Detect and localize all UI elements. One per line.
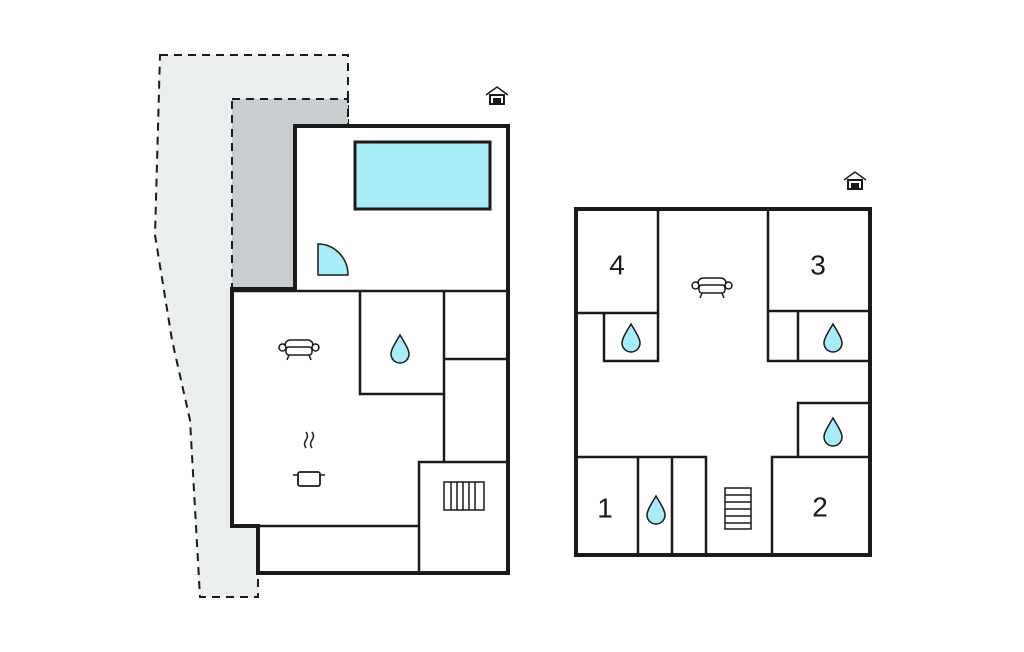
upper-floor-outline bbox=[574, 207, 872, 557]
water-drop-icon bbox=[621, 323, 641, 353]
house-icon bbox=[843, 171, 867, 190]
pool bbox=[353, 140, 492, 211]
sofa-icon bbox=[691, 277, 733, 299]
water-drop-icon bbox=[646, 495, 666, 525]
room-number-3: 3 bbox=[810, 250, 826, 281]
ground-floor bbox=[153, 54, 510, 598]
house-icon bbox=[485, 86, 509, 105]
water-drop-icon bbox=[390, 334, 410, 364]
room-number-2: 2 bbox=[812, 492, 828, 523]
stairs-icon bbox=[724, 487, 752, 530]
room-number-4: 4 bbox=[609, 250, 625, 281]
water-drop-icon bbox=[823, 417, 843, 447]
sofa-icon bbox=[278, 339, 320, 361]
cooking-pot-icon bbox=[293, 431, 325, 487]
upper-floor: 4 3 1 2 bbox=[574, 171, 872, 557]
stairs-icon bbox=[443, 481, 485, 511]
door-swing-icon bbox=[317, 243, 349, 276]
room-number-1: 1 bbox=[597, 493, 613, 524]
water-drop-icon bbox=[823, 323, 843, 353]
